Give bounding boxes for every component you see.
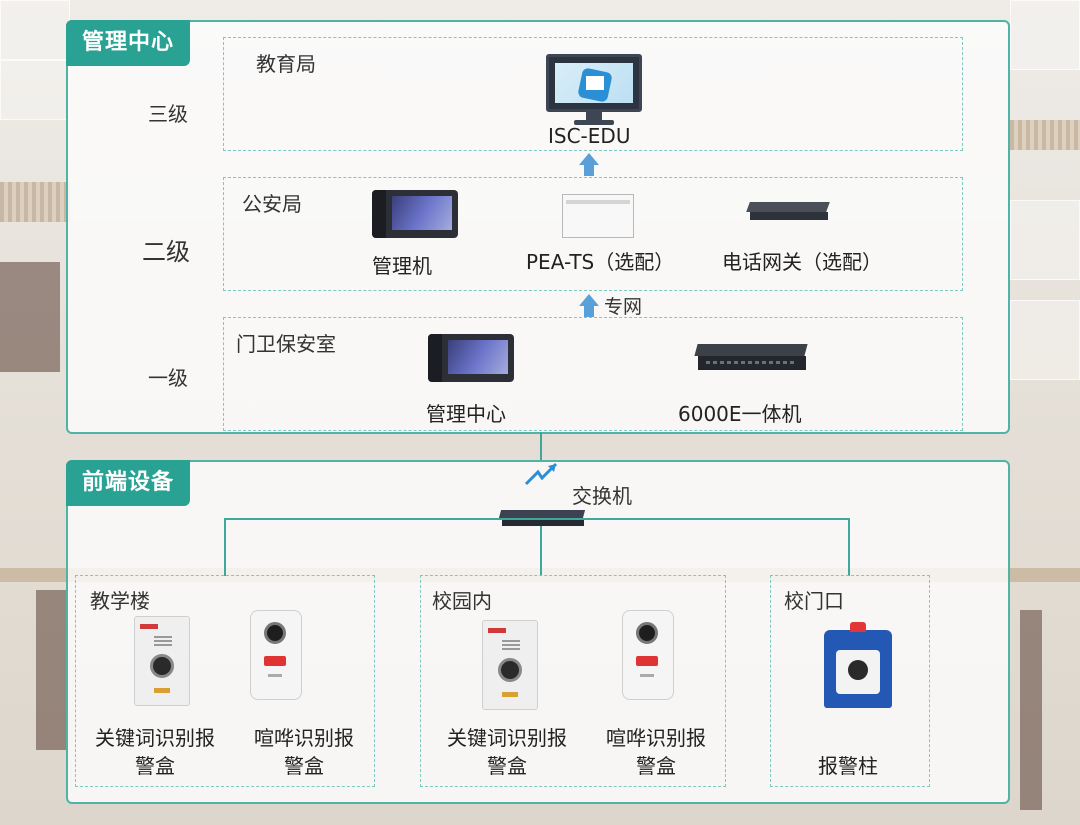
network-label: 专网 bbox=[604, 296, 643, 318]
frontend-panel-tag: 前端设备 bbox=[66, 460, 191, 506]
device-label-noise-box: 喧哗识别报警盒 bbox=[254, 726, 354, 778]
management-panel-tag: 管理中心 bbox=[66, 20, 191, 66]
zone-label-campus-gate: 校门口 bbox=[784, 589, 844, 613]
background-window bbox=[1020, 610, 1042, 810]
nvr-6000e-icon bbox=[694, 344, 808, 370]
level-label-1: 一级 bbox=[148, 366, 188, 390]
location-label-level3: 教育局 bbox=[256, 52, 316, 76]
management-center-terminal-icon bbox=[428, 334, 514, 382]
device-label-isc-edu: ISC-EDU bbox=[548, 124, 631, 148]
device-label-gateway: 电话网关（选配） bbox=[722, 250, 882, 274]
noise-alarm-box-icon bbox=[622, 610, 674, 700]
background-window bbox=[36, 590, 66, 750]
zone-teaching-building bbox=[75, 575, 375, 787]
level-label-2: 二级 bbox=[142, 238, 190, 266]
background-door bbox=[0, 262, 60, 372]
device-label-pea-ts: PEA-TS（选配） bbox=[526, 250, 675, 274]
level-label-3: 三级 bbox=[148, 102, 188, 126]
zone-label-teaching-building: 教学楼 bbox=[90, 589, 150, 613]
background-tile bbox=[0, 0, 70, 60]
connector-line bbox=[540, 432, 542, 462]
device-label-keyword-box: 关键词识别报警盒 bbox=[95, 726, 215, 778]
connector-bus-line bbox=[224, 518, 850, 520]
switch-label: 交换机 bbox=[572, 484, 632, 508]
device-label-noise-box: 喧哗识别报警盒 bbox=[606, 726, 706, 778]
zone-campus-gate bbox=[770, 575, 930, 787]
location-label-level1: 门卫保安室 bbox=[236, 332, 336, 356]
management-terminal-icon bbox=[372, 190, 458, 238]
zone-label-campus: 校园内 bbox=[432, 589, 492, 613]
background-tile bbox=[1010, 200, 1080, 280]
uplink-arrow-icon bbox=[579, 294, 599, 318]
background-wood bbox=[1010, 120, 1080, 150]
phone-gateway-icon bbox=[746, 202, 830, 220]
device-label-6000e: 6000E一体机 bbox=[678, 402, 802, 426]
device-label-keyword-box: 关键词识别报警盒 bbox=[447, 726, 567, 778]
keyword-alarm-box-icon bbox=[482, 620, 538, 710]
network-link-icon bbox=[524, 462, 558, 486]
tier-level2 bbox=[223, 177, 963, 291]
tier-level1 bbox=[223, 317, 963, 431]
background-tile bbox=[1010, 300, 1080, 380]
tier-level3 bbox=[223, 37, 963, 151]
background-tile bbox=[0, 60, 70, 120]
connector-line bbox=[540, 526, 542, 576]
zone-campus bbox=[420, 575, 726, 787]
platform-logo-icon bbox=[566, 56, 626, 106]
noise-alarm-box-icon bbox=[250, 610, 302, 700]
keyword-alarm-box-icon bbox=[134, 616, 190, 706]
device-label-alarm-pillar: 报警柱 bbox=[818, 754, 878, 778]
pea-ts-server-icon bbox=[562, 194, 634, 238]
background-wood bbox=[0, 182, 70, 222]
location-label-level2: 公安局 bbox=[242, 192, 302, 216]
alarm-pillar-icon bbox=[824, 622, 892, 710]
network-switch-icon bbox=[498, 510, 586, 526]
connector-line bbox=[224, 518, 226, 576]
background-tile bbox=[1010, 0, 1080, 70]
device-label-terminal: 管理机 bbox=[372, 254, 432, 278]
connector-line bbox=[848, 518, 850, 576]
uplink-arrow-icon bbox=[579, 153, 599, 177]
device-label-management-center: 管理中心 bbox=[426, 402, 506, 426]
